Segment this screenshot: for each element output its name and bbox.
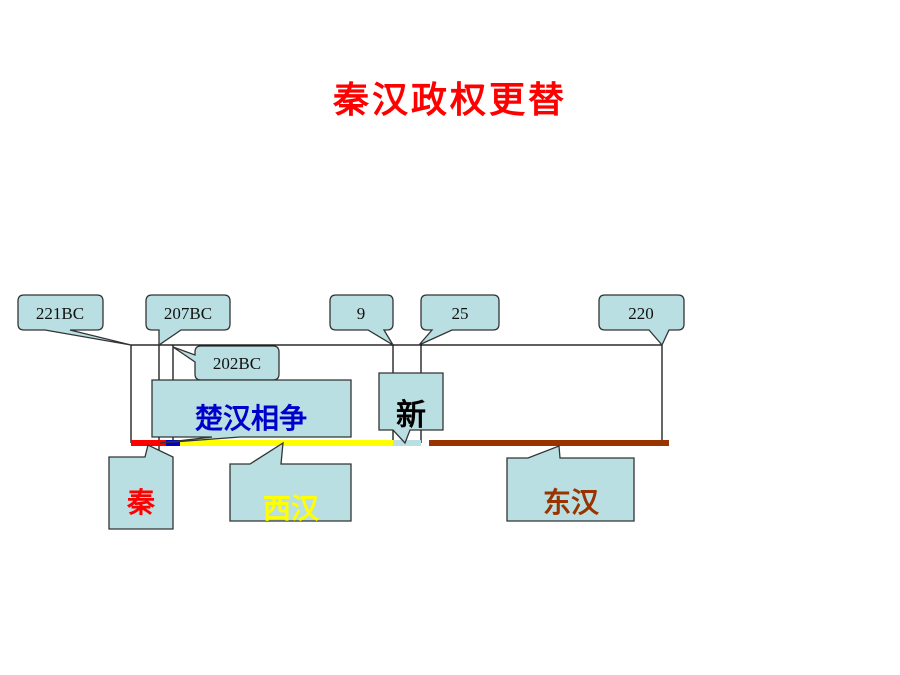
callout-donghan: 东汉 (506, 445, 635, 522)
year-label-9: 9 (357, 304, 366, 323)
period-label-xin: 新 (396, 398, 426, 433)
bar-donghan (429, 440, 669, 446)
bar-chuhan (166, 440, 180, 446)
period-label-chuhan: 楚汉相争 (195, 402, 307, 435)
callout-xin: 新 (378, 372, 444, 445)
period-label-xihan: 西汉 (263, 492, 320, 525)
year-label-25: 25 (452, 304, 469, 323)
callout-9: 9 (329, 294, 394, 346)
callout-25: 25 (418, 294, 500, 346)
callout-qin: 秦 (108, 444, 174, 530)
callout-202bc: 202BC (172, 345, 280, 381)
callout-chuhan: 楚汉相争 (151, 379, 352, 444)
year-label-220: 220 (628, 304, 654, 323)
callout-220: 220 (598, 294, 685, 347)
bar-qin (131, 440, 166, 446)
period-label-donghan: 东汉 (543, 486, 600, 519)
bar-xin (393, 440, 421, 446)
callout-207bc: 207BC (145, 294, 231, 347)
callout-221bc: 221BC (17, 294, 132, 346)
year-label-202bc: 202BC (213, 354, 261, 373)
bar-xihan (180, 440, 393, 446)
page-title: 秦汉政权更替 (332, 80, 567, 121)
year-label-221bc: 221BC (36, 304, 84, 323)
year-label-207bc: 207BC (164, 304, 212, 323)
callout-xihan: 西汉 (229, 441, 352, 525)
period-label-qin: 秦 (126, 486, 156, 519)
